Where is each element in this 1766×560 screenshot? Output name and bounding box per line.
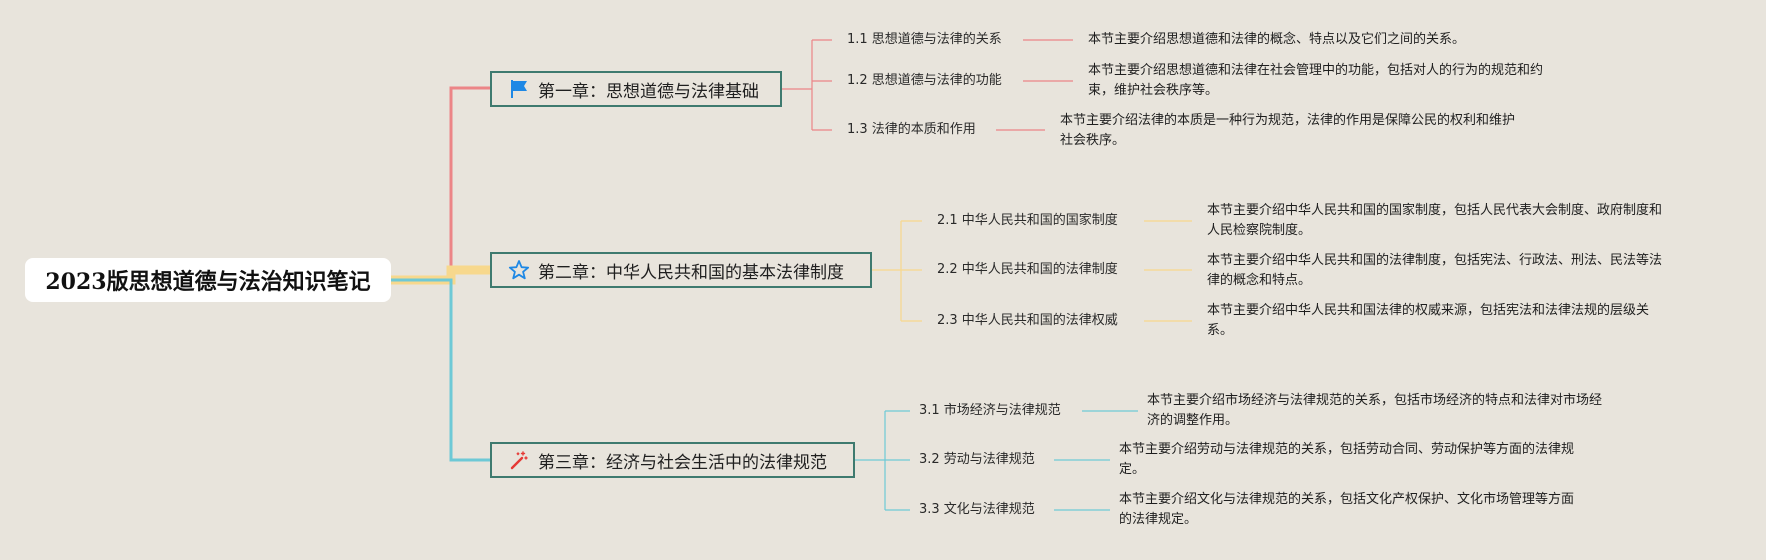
section-1-3-description: 本节主要介绍法律的本质是一种行为规范，法律的作用是保障公民的权利和维护 社会秩序…	[1060, 113, 1516, 148]
link-root-chapter1	[391, 86, 490, 282]
link-chapter2-sections	[872, 220, 922, 322]
chapter-node-1[interactable]: 第一章：思想道德与法律基础	[490, 71, 782, 107]
section-1-3[interactable]: 1.3 法律的本质和作用	[847, 122, 976, 137]
section-2-2[interactable]: 2.2 中华人民共和国的法律制度	[937, 262, 1118, 277]
chapter-node-3[interactable]: 第三章：经济与社会生活中的法律规范	[490, 442, 855, 478]
chapter-title: 第一章：思想道德与法律基础	[538, 81, 759, 102]
section-1-1-description: 本节主要介绍思想道德和法律的概念、特点以及它们之间的关系。	[1088, 32, 1466, 47]
section-2-1-description: 本节主要介绍中华人民共和国的国家制度，包括人民代表大会制度、政府制度和 人民检察…	[1207, 203, 1663, 238]
flag-icon	[508, 78, 530, 100]
section-2-3[interactable]: 2.3 中华人民共和国的法律权威	[937, 313, 1118, 328]
section-2-2-description: 本节主要介绍中华人民共和国的法律制度，包括宪法、行政法、刑法、民法等法 律的概念…	[1207, 253, 1663, 288]
section-1-2[interactable]: 1.2 思想道德与法律的功能	[847, 73, 1002, 88]
section-3-3[interactable]: 3.3 文化与法律规范	[919, 502, 1035, 517]
link-chapter1-sections	[782, 39, 832, 131]
chapter-title: 第二章：中华人民共和国的基本法律制度	[538, 262, 844, 283]
section-1-2-description: 本节主要介绍思想道德和法律在社会管理中的功能，包括对人的行为的规范和约 束，维护…	[1088, 63, 1544, 98]
section-3-3-description: 本节主要介绍文化与法律规范的关系，包括文化产权保护、文化市场管理等方面 的法律规…	[1119, 492, 1575, 527]
section-3-1[interactable]: 3.1 市场经济与法律规范	[919, 403, 1061, 418]
magic-wand-icon	[508, 449, 530, 471]
link-chapter3-sections	[855, 410, 910, 511]
section-3-2[interactable]: 3.2 劳动与法律规范	[919, 452, 1035, 467]
root-topic[interactable]: 2023版思想道德与法治知识笔记	[25, 258, 391, 302]
section-3-2-description: 本节主要介绍劳动与法律规范的关系，包括劳动合同、劳动保护等方面的法律规 定。	[1119, 442, 1575, 477]
chapter-title: 第三章：经济与社会生活中的法律规范	[538, 452, 827, 473]
link-root-chapter3	[391, 278, 490, 462]
section-1-1[interactable]: 1.1 思想道德与法律的关系	[847, 32, 1002, 47]
section-2-3-description: 本节主要介绍中华人民共和国法律的权威来源，包括宪法和法律法规的层级关 系。	[1207, 303, 1650, 338]
star-icon	[508, 259, 530, 281]
section-3-1-description: 本节主要介绍市场经济与法律规范的关系，包括市场经济的特点和法律对市场经 济的调整…	[1147, 393, 1603, 428]
chapter-node-2[interactable]: 第二章：中华人民共和国的基本法律制度	[490, 252, 872, 288]
section-2-1[interactable]: 2.1 中华人民共和国的国家制度	[937, 213, 1118, 228]
